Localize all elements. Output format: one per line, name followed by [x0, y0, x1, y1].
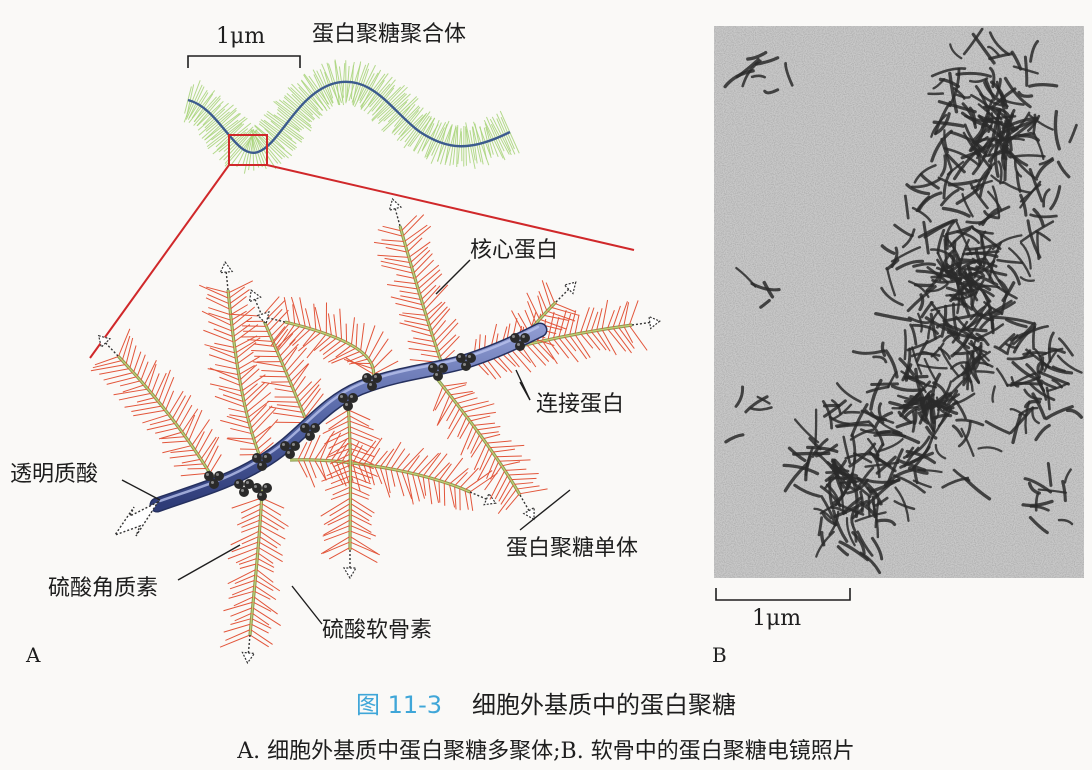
leader-lines: [121, 259, 571, 625]
hyaluronic-acid-strand: [149, 322, 548, 513]
scale-label-a: 1μm: [216, 24, 266, 49]
micrograph-photo: [714, 26, 1084, 578]
hyaluronic-acid-label: 透明质酸: [10, 462, 99, 487]
aggregate-label: 蛋白聚糖聚合体: [312, 22, 467, 47]
link-proteins: [204, 333, 530, 501]
figure-title: 细胞外基质中的蛋白聚糖: [472, 691, 737, 719]
chondroitin-sulfate-label: 硫酸软骨素: [322, 618, 433, 643]
core-protein-label: 核心蛋白: [470, 238, 559, 263]
keratan-sulfate-label: 硫酸角质素: [48, 576, 159, 601]
figure-caption: 图 11-3 细胞外基质中的蛋白聚糖: [0, 685, 1092, 720]
figure-number: 图 11-3: [355, 691, 443, 719]
panel-a-label: A: [26, 643, 41, 667]
aggregate-bristles: [183, 59, 520, 174]
scale-bar-b: [715, 588, 851, 601]
zoom-box: [228, 134, 268, 166]
proteoglycan-monomer-label: 蛋白聚糖单体: [506, 536, 639, 561]
scale-bar-a: [187, 55, 301, 68]
aggregate-backbone: [187, 80, 511, 154]
link-protein-label: 连接蛋白: [536, 392, 625, 417]
proteoglycan-monomers: [90, 197, 661, 665]
zoom-line-left: [89, 164, 230, 359]
zoom-line-right: [266, 164, 635, 251]
scale-label-b: 1μm: [752, 606, 802, 631]
figure-subcaption: A. 细胞外基质中蛋白聚糖多聚体;B. 软骨中的蛋白聚糖电镜照片: [237, 739, 855, 764]
panel-b-label: B: [712, 643, 727, 667]
hyaluronic-acid-end-arrow: [113, 500, 160, 537]
